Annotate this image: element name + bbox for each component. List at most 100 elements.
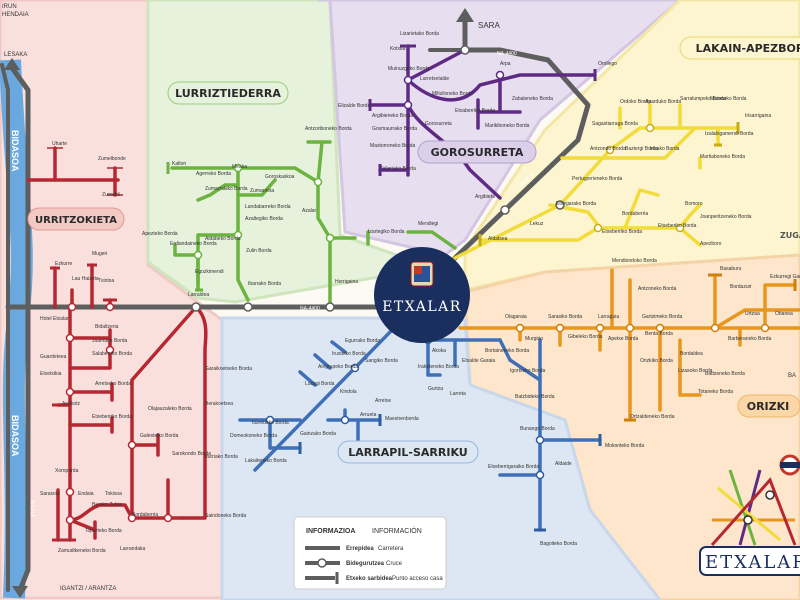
station-label-blue-2: Aingrupeko Borda	[318, 364, 358, 370]
station-label-yellow-6: Izalabigamendi Borda	[705, 131, 754, 137]
legend-cross-es: Cruce	[386, 561, 403, 567]
station-label-yellow-14: Bomoro	[685, 201, 703, 207]
station-label-yellow-8: Antzondo Borda	[590, 146, 626, 152]
zone-pill-larrapil	[337, 440, 479, 464]
station-label-red-31: Larrandaka	[120, 546, 146, 552]
station-label-yellow-20: Apezboro	[700, 241, 722, 247]
station-label-yellow-5: Irisarrigaina	[745, 113, 771, 119]
station-label-purple-12: Arpa	[500, 61, 511, 67]
station-label-yellow-4: Maioneko Borda	[710, 96, 747, 102]
station-labels: UharteZumelbondeZumeldiEzkurreMugeriLau …	[40, 31, 800, 554]
station-label-red-32: Saindoneko Borda	[205, 513, 246, 519]
legend-cross-eu: Bidegurutzea	[346, 561, 385, 567]
station-label-green-16: Herrigaina	[335, 279, 358, 285]
station-label-green-17: Mendiegi	[418, 221, 438, 227]
zone-label-orizki: ORIZKI	[747, 400, 790, 413]
station-label-purple-8: Etxaberriko Borda	[455, 108, 495, 114]
station-label-purple-10: Mastorreneko Borda	[370, 143, 416, 149]
station-label-orange-13: Gartzimeko Borda	[642, 314, 683, 320]
purple-line-stops	[368, 44, 597, 215]
direction-sara: SARA	[478, 21, 500, 30]
station-label-red-26: Bereko Zubia	[92, 502, 122, 508]
station-label-orange-17: Bordaldea	[680, 351, 703, 357]
zone-label-lakain: LAKAIN-APEZBOR	[696, 42, 800, 55]
station-label-red-2: Zumeldi	[102, 192, 120, 198]
station-label-orange-20: Totaneko Borda	[698, 389, 733, 395]
station-label-green-13: Zulin Borda	[246, 248, 272, 254]
red-line	[26, 146, 208, 542]
station-label-blue-12: Arretxe	[375, 398, 391, 404]
station-label-yellow-19: Aldatsea	[488, 236, 508, 242]
station-label-yellow-16: Lekuz	[530, 221, 544, 227]
station-label-blue-14: Maestrenborda	[385, 416, 419, 422]
station-label-blue-18: Gainzako Borda	[300, 431, 336, 437]
station-label-blue-3: Lucegi Borda	[305, 381, 335, 387]
station-label-yellow-0: Sagastiarraga Borda	[592, 121, 638, 127]
station-label-blue-7: Gurtza	[428, 386, 443, 392]
legend-cross-icon	[317, 558, 327, 568]
center-badge[interactable]: ETXALAR	[374, 247, 470, 343]
station-label-red-20: Berakoetxea	[205, 401, 233, 407]
station-label-red-23: Xoroporda	[55, 468, 79, 474]
station-label-purple-2: Muinuzgako Borda	[388, 66, 430, 72]
center-circle	[374, 247, 470, 343]
station-label-green-1: Kalton	[172, 161, 186, 167]
station-label-orange-14: Benta Borda	[645, 331, 673, 337]
direction-lesaka: LESAKA	[4, 52, 27, 58]
station-label-blue-10: Bortaineneko Borda	[485, 348, 529, 354]
green-line-stops	[166, 162, 370, 312]
legend-road-eu: Errepidea	[346, 546, 374, 552]
direction-irun: IRUN	[2, 4, 17, 10]
zone-label-larrapil: LARRAPIL-SARRIKU	[348, 446, 467, 459]
station-label-orange-9: Larraguia	[598, 314, 619, 320]
station-label-red-6: Txintxa	[98, 278, 114, 284]
purple-line	[368, 44, 597, 200]
station-label-green-4: Zumarrakiko Borda	[205, 186, 248, 192]
station-label-red-15: Arretxeko Borda	[95, 381, 131, 387]
station-label-blue-19: Lakaiteneko Borda	[245, 458, 287, 464]
road-na4400-north	[452, 17, 591, 261]
station-label-orange-15: Barberaneko Borda	[728, 336, 772, 342]
station-label-red-0: Uharte	[52, 141, 67, 147]
station-label-red-14: Araikotz	[62, 401, 81, 407]
station-label-purple-7: Miltziloneko Borda	[432, 91, 473, 97]
station-label-blue-21: Batzbideko Borda	[515, 394, 555, 400]
station-label-purple-11: Teileriako Borda	[380, 166, 416, 172]
station-label-green-10: Apezteko Borda	[142, 231, 178, 237]
na4400-label-west: NA-4400	[300, 306, 320, 312]
station-label-red-12: Juamarin Borda	[92, 338, 128, 344]
station-label-yellow-2: Aparduko Borda	[645, 99, 681, 105]
zone-pill-urritzokieta	[27, 207, 125, 231]
station-label-red-13: Salaberriko Borda	[92, 351, 132, 357]
green-line	[170, 140, 457, 309]
station-label-blue-1: Irusteiko Borda	[332, 351, 366, 357]
station-label-blue-24: Aldaide	[555, 461, 572, 467]
station-label-red-11: Etxetxikia	[40, 371, 62, 377]
station-label-purple-3: Larretxetalde	[420, 76, 449, 82]
station-label-purple-4: Elizalde Borda	[338, 103, 370, 109]
station-label-red-8: Hotel Etxalar	[40, 316, 69, 322]
station-label-red-29: Zamudikeneko Borda	[58, 548, 106, 554]
station-label-blue-15: Itureldeko Borda	[252, 420, 289, 426]
station-label-blue-23: Mokonteko Borda	[605, 443, 644, 449]
station-label-red-22: Sarokondo Borda	[172, 451, 211, 457]
station-label-yellow-1: Ordoko Borda	[620, 99, 651, 105]
station-label-yellow-18: Etxeberiko Borda	[658, 223, 697, 229]
station-label-orange-2: Basaburu	[720, 266, 742, 272]
zone-label-gorosurreta: GOROSURRETA	[431, 146, 524, 159]
station-label-red-24: Sarasola	[40, 491, 60, 497]
igantzi-arrow-icon	[12, 586, 28, 598]
sara-arrow-icon	[456, 8, 474, 22]
orange-line-stops	[515, 273, 797, 422]
coat-of-arms-quarter	[414, 266, 422, 274]
station-label-green-6: Zumarrieta	[250, 188, 274, 194]
center-title: ETXALAR	[382, 299, 462, 315]
station-label-purple-9: Gorosurreta	[425, 121, 452, 127]
direction-hendaia: HENDAIA	[2, 12, 29, 18]
station-label-purple-0: Lizarietako Borda	[400, 31, 439, 37]
station-label-purple-16: Argibieta	[475, 194, 495, 200]
station-label-red-27: Tokisoa	[105, 491, 122, 497]
road-n121a-east	[0, 63, 10, 592]
bidasoa-label-top: BIDASOA	[10, 130, 20, 172]
